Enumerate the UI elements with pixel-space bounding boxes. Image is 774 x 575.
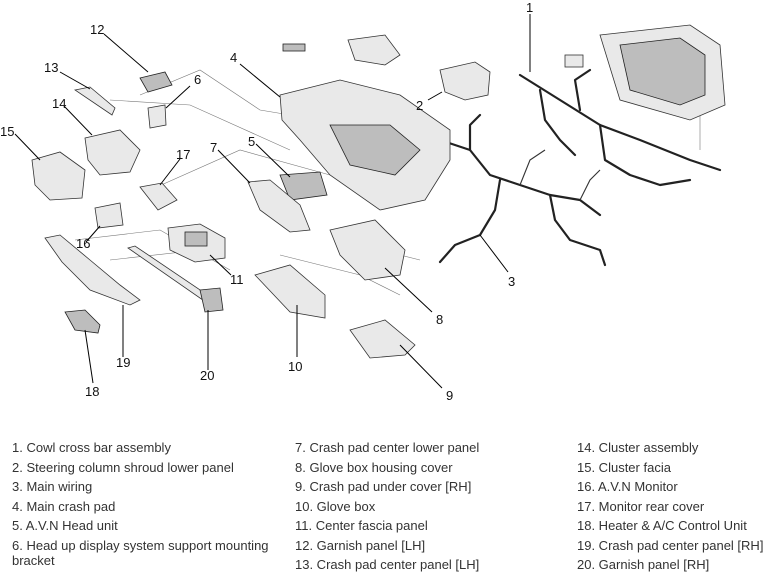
monitor-rear-cover <box>139 182 178 211</box>
callout-14: 14 <box>52 96 66 111</box>
legend-item-10: 10. Glove box <box>295 498 376 514</box>
legend-item-2: 2. Steering column shroud lower panel <box>12 459 234 475</box>
callout-19: 19 <box>116 355 130 370</box>
crash-pad-center-panel-lh <box>73 86 116 116</box>
callout-1: 1 <box>526 0 533 15</box>
legend-item-5: 5. A.V.N Head unit <box>12 518 118 533</box>
glove-box-housing-cover <box>329 219 406 281</box>
callout-8: 8 <box>436 312 443 327</box>
garnish-panel-lh <box>139 71 173 93</box>
legend-item-13: 13. Crash pad center panel [LH] <box>295 557 480 572</box>
callout-18: 18 <box>85 384 99 399</box>
glove-box <box>254 264 326 319</box>
callout-5: 5 <box>248 134 255 149</box>
legend-item-11: 11. Center fascia panel <box>295 518 428 533</box>
callout-10: 10 <box>288 359 302 374</box>
avn-head-unit <box>279 171 328 201</box>
exploded-parts-diagram: 1 2 3 4 5 6 7 8 9 10 11 12 13 14 15 16 1… <box>0 0 726 403</box>
legend-item-16: 16. A.V.N Monitor <box>577 479 678 494</box>
cowl-cross-bar-assembly <box>518 24 726 187</box>
callout-16: 16 <box>76 236 90 251</box>
legend-item-4: 4. Main crash pad <box>12 498 116 514</box>
callout-7: 7 <box>210 140 217 155</box>
callout-9: 9 <box>446 388 453 403</box>
legend-item-6: 6. Head up display system support mounti… <box>12 537 269 568</box>
legend-item-9: 9. Crash pad under cover [RH] <box>295 479 472 494</box>
main-wiring <box>438 113 607 267</box>
center-fascia-panel <box>167 223 226 263</box>
callout-17: 17 <box>176 147 190 162</box>
legend-item-19: 19. Crash pad center panel [RH] <box>577 537 764 553</box>
callout-2: 2 <box>416 98 423 113</box>
avn-monitor <box>94 202 124 229</box>
callout-4: 4 <box>230 50 237 65</box>
callout-3: 3 <box>508 274 515 289</box>
callout-6: 6 <box>194 72 201 87</box>
crash-pad-center-lower-panel <box>247 179 311 233</box>
callout-numbers: 1 2 3 4 5 6 7 8 9 10 11 12 13 14 15 16 1… <box>0 0 533 403</box>
legend-item-3: 3. Main wiring <box>12 479 93 494</box>
parts-legend: 1. Cowl cross bar assembly 2. Steering c… <box>0 438 774 573</box>
cluster-assembly <box>84 129 141 176</box>
callout-15: 15 <box>0 124 14 139</box>
legend-column-2: 7. Crash pad center lower panel 8. Glove… <box>295 438 565 575</box>
callout-13: 13 <box>44 60 58 75</box>
leader-lines <box>14 14 531 389</box>
legend-item-7: 7. Crash pad center lower panel <box>295 440 480 455</box>
steering-column-shroud-lower-panel <box>439 61 491 101</box>
legend-item-15: 15. Cluster facia <box>577 459 671 475</box>
legend-item-12: 12. Garnish panel [LH] <box>295 537 426 553</box>
legend-item-20: 20. Garnish panel [RH] <box>577 557 710 572</box>
hud-support-bracket <box>147 104 167 129</box>
legend-item-17: 17. Monitor rear cover <box>577 498 705 514</box>
legend-column-3: 14. Cluster assembly 15. Cluster facia 1… <box>577 438 774 575</box>
heater-ac-control-unit <box>64 309 101 334</box>
legend-item-14: 14. Cluster assembly <box>577 440 699 455</box>
crash-pad-center-panel-rh <box>44 234 141 306</box>
cluster-facia <box>31 151 86 201</box>
crash-pad-under-cover-rh <box>349 319 416 359</box>
legend-item-18: 18. Heater & A/C Control Unit <box>577 518 747 533</box>
callout-11: 11 <box>230 272 244 287</box>
garnish-panel-rh <box>127 245 224 313</box>
main-crash-pad <box>279 34 451 211</box>
legend-item-8: 8. Glove box housing cover <box>295 459 453 475</box>
legend-item-1: 1. Cowl cross bar assembly <box>12 440 171 455</box>
legend-column-1: 1. Cowl cross bar assembly 2. Steering c… <box>12 438 287 568</box>
callout-20: 20 <box>200 368 214 383</box>
callout-12: 12 <box>90 22 104 37</box>
